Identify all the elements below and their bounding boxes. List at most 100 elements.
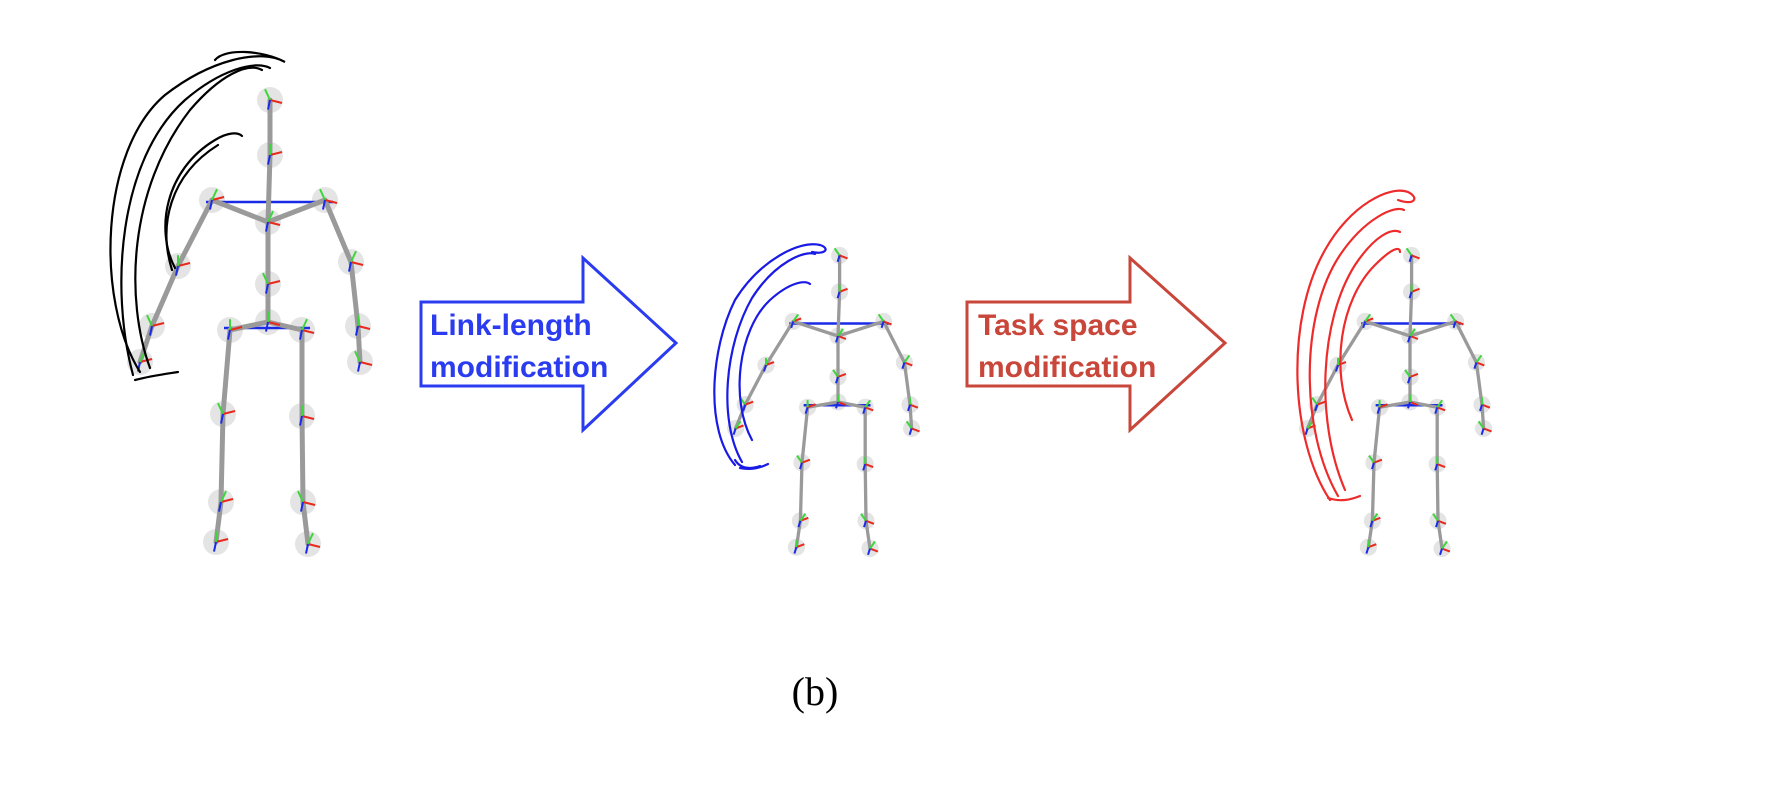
original-axis-y [307, 532, 314, 545]
original-hand-trajectory [134, 66, 264, 370]
original-axis-y [354, 350, 361, 363]
task-space-axis-y [1409, 328, 1416, 337]
task-space-axis-x [1316, 400, 1326, 406]
original-axis-x [324, 199, 338, 204]
original-axis-z [218, 501, 222, 512]
original-axis-x [215, 538, 229, 543]
link-length-axis-x [765, 361, 775, 366]
link-length-axis-x [744, 400, 754, 406]
link-length-axis-y [905, 420, 913, 429]
task-space-axis-z [1473, 362, 1478, 370]
task-space-axis-x [1483, 427, 1492, 433]
task-space-axis-x [1379, 403, 1388, 409]
original-axis-x [267, 321, 281, 326]
task-space-axis-x [1481, 403, 1491, 409]
original-axis-z [209, 199, 213, 210]
link-length-bone [881, 319, 907, 365]
original-bone [175, 197, 215, 269]
link-length-axis-z [763, 364, 767, 372]
link-length-hand-trajectory [738, 281, 812, 442]
task-space-axis-y [1436, 399, 1444, 408]
original-axis-x [302, 501, 316, 506]
task-space-axis-y [1371, 513, 1379, 522]
task-space-bone [1363, 319, 1412, 338]
link-length-axis-x [837, 372, 847, 378]
link-length-axis-y [869, 540, 876, 550]
original-axis-x [211, 196, 225, 201]
task-space-bone [1408, 290, 1414, 338]
link-length-axis-z [836, 255, 841, 263]
task-space-axis-z [1362, 321, 1367, 329]
original-axis-z [267, 154, 271, 165]
task-space-axis-x [1476, 361, 1485, 367]
link-length-axis-x [883, 320, 892, 326]
link-length-bone [836, 290, 842, 338]
task-space-axis-z [1376, 406, 1381, 414]
original-axis-y [217, 402, 224, 415]
link-length-axis-z [862, 463, 867, 471]
task-space-axis-z [1407, 401, 1411, 409]
task-space-axis-y [1441, 540, 1448, 550]
link-length-axis-y [796, 455, 803, 464]
task-space-hand-trajectory [1324, 229, 1402, 492]
task-space-label-line2: modification [978, 351, 1156, 384]
link-length-axis-y [903, 354, 911, 363]
link-length-axis-x [839, 254, 848, 260]
original-axis-x [269, 151, 283, 156]
original-axis-x [267, 221, 281, 226]
task-space-bone [1435, 462, 1440, 523]
link-length-hand-trajectory [726, 252, 817, 464]
link-length-axis-y [792, 313, 800, 323]
link-length-axis-z [835, 376, 839, 384]
link-length-arrow-shape [419, 254, 679, 434]
task-space-hand-trajectory [1308, 207, 1406, 498]
link-length-axis-z [799, 462, 803, 470]
original-hand-trajectory [120, 64, 272, 377]
task-space-hand-trajectory [1296, 189, 1416, 502]
task-space-axis-y [1449, 313, 1457, 323]
link-length-axis-z [742, 404, 747, 412]
task-space-axis-y [1475, 354, 1483, 363]
skeleton-figures [109, 50, 1493, 558]
task-space-hand-trajectory [1339, 247, 1402, 422]
task-space-hand-trajectory [1326, 494, 1362, 502]
link-length-axis-z [797, 520, 802, 528]
task-space-bone [1370, 461, 1376, 523]
original-axis-z [175, 265, 179, 276]
figure-caption: (b) [791, 669, 839, 714]
task-space-axis-x [1437, 519, 1447, 525]
original-bone [355, 323, 363, 365]
original-axis-y [220, 490, 227, 503]
task-space-axis-x [1436, 463, 1446, 468]
task-space-axis-z [1452, 321, 1457, 329]
link-length-axis-y [860, 513, 867, 522]
task-space-axis-x [1368, 543, 1377, 549]
task-space-axis-z [1435, 520, 1439, 528]
task-space-axis-z [1335, 364, 1339, 372]
original-axis-x [220, 498, 234, 503]
task-space-axis-y [1477, 420, 1485, 429]
original-bone [348, 259, 361, 329]
link-length-bone [791, 319, 840, 338]
task-space-axis-z [1408, 255, 1413, 263]
task-space-axis-z [1407, 376, 1411, 384]
task-space-axis-x [1409, 335, 1419, 340]
original-bone [218, 411, 226, 505]
link-length-axis-x [839, 287, 848, 293]
link-length-bone [864, 519, 872, 551]
task-space-bone [1453, 319, 1479, 365]
original-axis-z [149, 325, 153, 336]
original-axis-x [350, 261, 364, 266]
task-space-axis-z [1439, 548, 1443, 556]
link-length-axis-z [908, 428, 913, 436]
task-space-axis-z [1314, 404, 1319, 412]
task-space-axis-z [1480, 428, 1485, 436]
link-length-axis-y [799, 513, 807, 522]
task-space-axis-z [1304, 428, 1309, 436]
link-length-bone [798, 461, 804, 523]
original-axis-z [213, 541, 217, 552]
original-bone [299, 413, 306, 505]
link-length-axis-x [911, 427, 920, 433]
task-space-bone [1480, 402, 1486, 431]
